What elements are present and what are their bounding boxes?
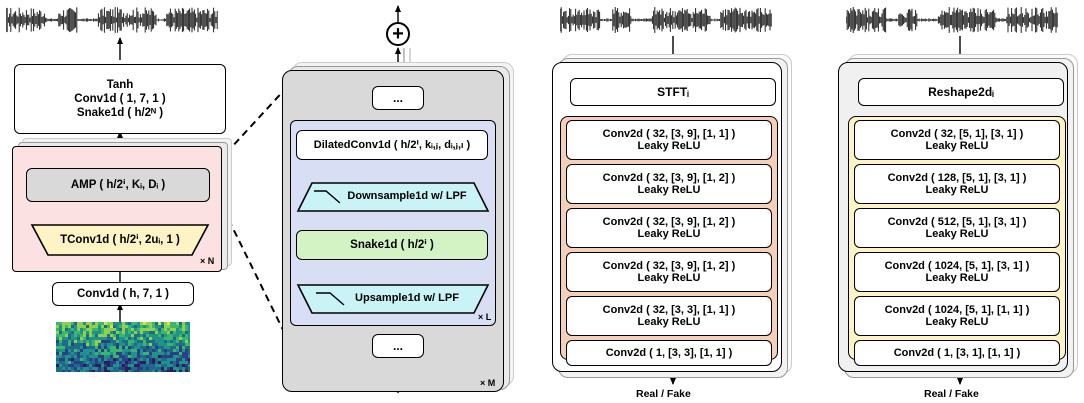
amp-detail-bottom-ellipsis: ... bbox=[372, 334, 424, 358]
conv-in-label: Conv1d ( h, 7, 1 ) bbox=[76, 288, 169, 300]
mpd-output-label: Real / Fake bbox=[924, 388, 979, 400]
mrd-conv-layer: Conv2d ( 32, [3, 9], [1, 2] )Leaky ReLU bbox=[566, 208, 772, 248]
generator-output-block: Tanh Conv1d ( 1, 7, 1 ) Snake1d ( h/2ᴺ ) bbox=[14, 64, 226, 134]
downsample-label: Downsample1d w/ LPF bbox=[347, 190, 467, 202]
mpd-conv-params: Conv2d ( 512, [5, 1], [3, 1] ) bbox=[887, 216, 1027, 228]
mpd-final-conv: Conv2d ( 1, [3, 1], [1, 1] ) bbox=[854, 340, 1060, 366]
mrd-conv-layer: Conv2d ( 32, [3, 3], [1, 1] )Leaky ReLU bbox=[566, 296, 772, 336]
tconv-label: TConv1d ( h/2ⁱ, 2uᵢ, 1 ) bbox=[60, 234, 180, 246]
mrd-conv-params: Conv2d ( 32, [3, 9], [1, 1] ) bbox=[602, 128, 736, 140]
conv-in-block: Conv1d ( h, 7, 1 ) bbox=[52, 282, 194, 306]
upsample-label: Upsample1d w/ LPF bbox=[355, 292, 459, 304]
stft-block: STFTᵢ bbox=[570, 78, 776, 106]
mpd-conv-layer: Conv2d ( 128, [5, 1], [3, 1] )Leaky ReLU bbox=[854, 164, 1060, 204]
dilated-conv-block: DilatedConv1d ( h/2ⁱ, kᵢ,ⱼ, dᵢ,ⱼ,ₗ ) bbox=[296, 130, 488, 160]
downsample-trapezoid bbox=[296, 182, 490, 212]
dilated-conv-label: DilatedConv1d ( h/2ⁱ, kᵢ,ⱼ, dᵢ,ⱼ,ₗ ) bbox=[313, 139, 471, 151]
amp-label: AMP ( h/2ⁱ, Kᵢ, Dᵢ ) bbox=[70, 179, 166, 191]
reshape-label: Reshape2dᵢ bbox=[928, 85, 994, 99]
waveform-mpd-input bbox=[846, 7, 1058, 33]
mpd-final-conv-label: Conv2d ( 1, [3, 1], [1, 1] ) bbox=[893, 347, 1021, 359]
mpd-conv-params: Conv2d ( 1024, [5, 1], [1, 1] ) bbox=[884, 304, 1030, 316]
residual-add-node: + bbox=[386, 22, 410, 46]
mpd-conv-params: Conv2d ( 1024, [5, 1], [3, 1] ) bbox=[884, 260, 1030, 272]
plus-icon: + bbox=[392, 23, 404, 45]
tconv-trapezoid bbox=[30, 224, 210, 256]
mpd-activation: Leaky ReLU bbox=[925, 140, 989, 152]
mrd-conv-params: Conv2d ( 32, [3, 3], [1, 1] ) bbox=[602, 304, 736, 316]
snake-block: Snake1d ( h/2ⁱ ) bbox=[296, 230, 488, 260]
mrd-conv-layer: Conv2d ( 32, [3, 9], [1, 2] )Leaky ReLU bbox=[566, 164, 772, 204]
mrd-final-conv: Conv2d ( 1, [3, 3], [1, 1] ) bbox=[566, 340, 772, 366]
mrd-conv-layer: Conv2d ( 32, [3, 9], [1, 2] )Leaky ReLU bbox=[566, 252, 772, 292]
mpd-activation: Leaky ReLU bbox=[925, 316, 989, 328]
stft-label: STFTᵢ bbox=[657, 85, 689, 99]
mrd-conv-layer: Conv2d ( 32, [3, 9], [1, 1] )Leaky ReLU bbox=[566, 120, 772, 160]
upsample-trapezoid bbox=[296, 284, 490, 314]
mpd-conv-layer: Conv2d ( 32, [5, 1], [3, 1] )Leaky ReLU bbox=[854, 120, 1060, 160]
mpd-activation: Leaky ReLU bbox=[925, 228, 989, 240]
mrd-activation: Leaky ReLU bbox=[637, 140, 701, 152]
mpd-activation: Leaky ReLU bbox=[925, 184, 989, 196]
mpd-conv-params: Conv2d ( 32, [5, 1], [3, 1] ) bbox=[890, 128, 1024, 140]
mrd-activation: Leaky ReLU bbox=[637, 184, 701, 196]
mpd-conv-layer: Conv2d ( 1024, [5, 1], [1, 1] )Leaky ReL… bbox=[854, 296, 1060, 336]
tanh-label: Tanh bbox=[106, 79, 134, 91]
amp-module: AMP ( h/2ⁱ, Kᵢ, Dᵢ ) bbox=[26, 168, 210, 202]
waveform-mrd-input bbox=[560, 7, 772, 33]
mpd-activation: Leaky ReLU bbox=[925, 272, 989, 284]
inner-repeat-label: × L bbox=[478, 312, 492, 322]
mrd-activation: Leaky ReLU bbox=[637, 228, 701, 240]
mrd-activation: Leaky ReLU bbox=[637, 272, 701, 284]
mrd-activation: Leaky ReLU bbox=[637, 316, 701, 328]
outer-repeat-label: × M bbox=[480, 378, 496, 388]
mpd-conv-layer: Conv2d ( 512, [5, 1], [3, 1] )Leaky ReLU bbox=[854, 208, 1060, 248]
mrd-output-label: Real / Fake bbox=[636, 388, 691, 400]
snake-out-label: Snake1d ( h/2ᴺ ) bbox=[76, 107, 164, 119]
conv-out-label: Conv1d ( 1, 7, 1 ) bbox=[74, 93, 166, 105]
mrd-conv-params: Conv2d ( 32, [3, 9], [1, 2] ) bbox=[602, 172, 736, 184]
mrd-conv-params: Conv2d ( 32, [3, 9], [1, 2] ) bbox=[602, 216, 736, 228]
mel-spectrogram-image bbox=[56, 322, 190, 372]
mpd-conv-layer: Conv2d ( 1024, [5, 1], [3, 1] )Leaky ReL… bbox=[854, 252, 1060, 292]
amp-repeat-label: × N bbox=[200, 256, 215, 266]
amp-detail-top-ellipsis: ... bbox=[372, 86, 424, 110]
reshape-block: Reshape2dᵢ bbox=[858, 78, 1064, 106]
waveform-generator-output bbox=[6, 7, 218, 33]
mrd-conv-params: Conv2d ( 32, [3, 9], [1, 2] ) bbox=[602, 260, 736, 272]
snake-label: Snake1d ( h/2ⁱ ) bbox=[350, 239, 434, 251]
mpd-conv-params: Conv2d ( 128, [5, 1], [3, 1] ) bbox=[887, 172, 1027, 184]
mrd-final-conv-label: Conv2d ( 1, [3, 3], [1, 1] ) bbox=[605, 347, 733, 359]
